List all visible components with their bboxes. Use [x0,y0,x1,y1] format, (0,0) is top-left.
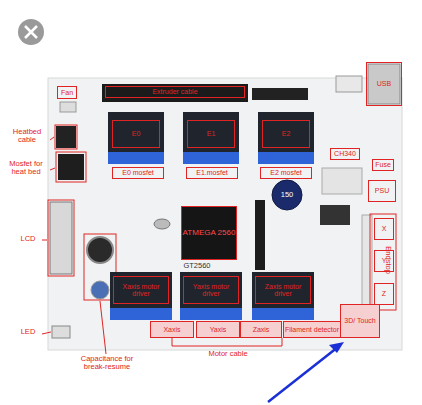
driver-module [108,112,164,156]
part-label: E1.mosfet [196,169,228,176]
callout-box: E1.mosfet [186,167,238,179]
callout-box: Z [374,283,394,305]
callout-box: USB [366,62,402,106]
annotation-label: Endstop [384,240,392,280]
inductor [272,180,302,210]
annotation-label: Heatbed cable [4,128,50,145]
part-label: ATMEGA 2560 [183,229,236,237]
annotation-label: Mosfet for heat bed [2,160,50,177]
part-label: Yaxis [210,326,227,333]
callout-box [56,152,86,182]
driver-module [110,272,172,312]
screw-terminal [183,152,239,164]
leader-line [50,168,55,170]
annotation-label: 150 [276,191,298,199]
screw-terminal [180,308,242,320]
screw-terminal [110,308,172,320]
mosfet [58,154,84,180]
callout-box: Extruder cable [105,86,245,98]
part-label: USB [377,80,391,87]
part-label: E0 mosfet [122,169,154,176]
callout-box: Fuse [372,159,394,171]
driver-module [258,112,314,156]
arrow-head [329,342,344,353]
callout-box: Fan [57,86,77,99]
driver-module [183,112,239,156]
part-label: X [382,225,387,232]
leader-line [50,137,54,140]
led-connector [52,326,70,338]
part-label: E2 [282,130,291,137]
annotation-label: GT2560 [180,262,214,270]
close-cross [25,26,37,38]
callout-box [55,125,77,149]
part-label: E0 [132,130,141,137]
part-label: Xaxis motor driver [114,283,168,298]
part-label: E2 mosfet [270,169,302,176]
leader-line [42,240,47,241]
header [252,88,308,100]
capacitor [87,237,113,263]
part-label: Zaxis [253,326,270,333]
callout-box: 3D/ Touch [340,304,380,338]
part-label: Z [382,290,386,297]
regulator [320,205,350,225]
callout-box: E2 mosfet [260,167,312,179]
callout-box: Zaxis motor driver [255,276,311,304]
part-label: Xaxis [163,326,180,333]
power-terminal [322,168,362,194]
part-label: Extruder cable [152,88,197,95]
callout-box: Xaxis motor driver [113,276,169,304]
callout-box: PSU [368,180,396,202]
callout-box: E1 [187,120,235,148]
part-label: Filament detector [285,326,339,333]
lcd-connector [50,202,72,274]
part-label: Yaxis motor driver [184,283,238,298]
callout-box [48,200,74,276]
heatbed-connector [56,126,76,148]
part-label: CH340 [334,150,356,157]
callout-box: E0 mosfet [112,167,164,179]
callout-box: Yaxis [196,321,240,338]
part-label: Zaxis motor driver [256,283,310,298]
callout-box: Filament detector [283,321,341,339]
callout-box: ATMEGA 2560 [181,206,237,260]
crystal [154,219,170,229]
callout-box: E2 [262,120,310,148]
part-label: PSU [375,187,389,194]
callout-box: X [374,218,394,240]
pointer-arrow [268,347,338,402]
screw-terminal [108,152,164,164]
screw-terminal [252,308,314,320]
connector [336,76,362,92]
callout-box: Zaxis [240,321,282,338]
annotation-label: LED [14,328,42,336]
callout-box [370,214,396,310]
fan-connector [60,102,76,112]
callout-box: Xaxis [150,321,194,338]
driver-module [180,272,242,312]
screw-terminal [258,152,314,164]
part-label: Fuse [375,161,391,168]
header [102,84,248,102]
close-button [18,19,44,45]
part-label: 3D/ Touch [344,317,375,324]
leader-line [42,332,51,334]
callout-box: Yaxis motor driver [183,276,239,304]
capacitor [91,281,109,299]
bracket [172,338,282,346]
usb-port [368,64,400,104]
part-label: Fan [61,89,73,96]
annotation-label: Capacitance for break-resume [70,355,144,372]
leader-line [100,301,106,354]
driver-module [252,272,314,312]
annotation-label: Motor cable [196,350,260,358]
callout-box: E0 [112,120,160,148]
annotation-label: LCD [14,235,42,243]
pin-header [255,200,265,270]
callout-box: CH340 [330,148,360,160]
part-label: E1 [207,130,216,137]
